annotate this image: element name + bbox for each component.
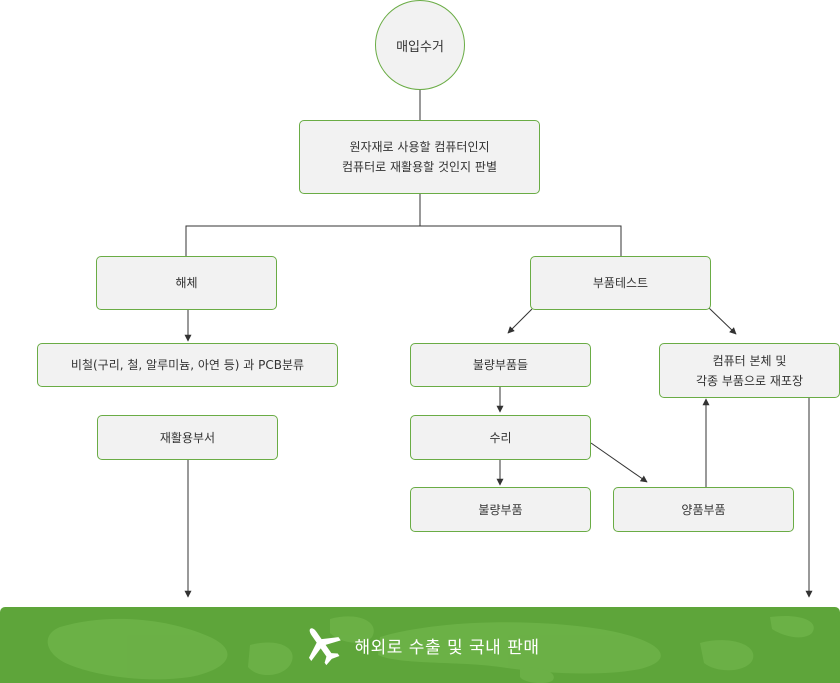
- node-purchase: 매입수거: [375, 0, 465, 90]
- node-repack: 컴퓨터 본체 및 각종 부품으로 재포장: [659, 343, 840, 398]
- node-parts-test-label: 부품테스트: [592, 276, 649, 290]
- node-repair: 수리: [410, 415, 591, 460]
- node-classify-label: 비철(구리, 철, 알루미늄, 아연 등) 과 PCB분류: [70, 358, 305, 372]
- node-recycle-parts: 재활용부서: [97, 415, 278, 460]
- node-purchase-label: 매입수거: [396, 39, 444, 55]
- line-judge-branch-right: [420, 225, 622, 256]
- node-good-part-label: 양품부품: [681, 502, 726, 517]
- line-judge-branch: [185, 194, 421, 256]
- airplane-icon: [309, 628, 342, 666]
- node-judge-line2: 컴퓨터로 재활용할 것인지 판별: [342, 160, 497, 174]
- node-repack-line2: 각종 부품으로 재포장: [696, 373, 803, 388]
- arrow-repair-to-good-part: [590, 442, 648, 483]
- export-banner: 해외로 수출 및 국내 판매: [0, 607, 840, 683]
- node-repack-line1: 컴퓨터 본체 및: [712, 353, 787, 368]
- node-defective-part-label: 불량부품: [478, 502, 523, 517]
- node-classify: 비철(구리, 철, 알루미늄, 아연 등) 과 PCB분류: [37, 343, 338, 387]
- node-defective-parts: 불량부품들: [410, 343, 591, 387]
- world-map-background: [47, 615, 814, 683]
- node-good-part: 양품부품: [613, 487, 794, 532]
- node-recycle-parts-label: 재활용부서: [159, 430, 216, 445]
- banner-text: 해외로 수출 및 국내 판매: [354, 637, 540, 658]
- node-parts-test: 부품테스트: [530, 256, 711, 310]
- node-judge: 원자재로 사용할 컴퓨터인지 컴퓨터로 재활용할 것인지 판별: [299, 120, 540, 194]
- arrow-test-to-repack: [708, 307, 737, 335]
- node-defective-parts-label: 불량부품들: [472, 358, 529, 372]
- arrow-test-to-defective: [507, 308, 533, 334]
- node-repair-label: 수리: [489, 430, 512, 445]
- node-dismantle-label: 해체: [175, 276, 198, 290]
- node-defective-part: 불량부품: [410, 487, 591, 532]
- node-judge-line1: 원자재로 사용할 컴퓨터인지: [349, 140, 490, 154]
- node-dismantle: 해체: [96, 256, 277, 310]
